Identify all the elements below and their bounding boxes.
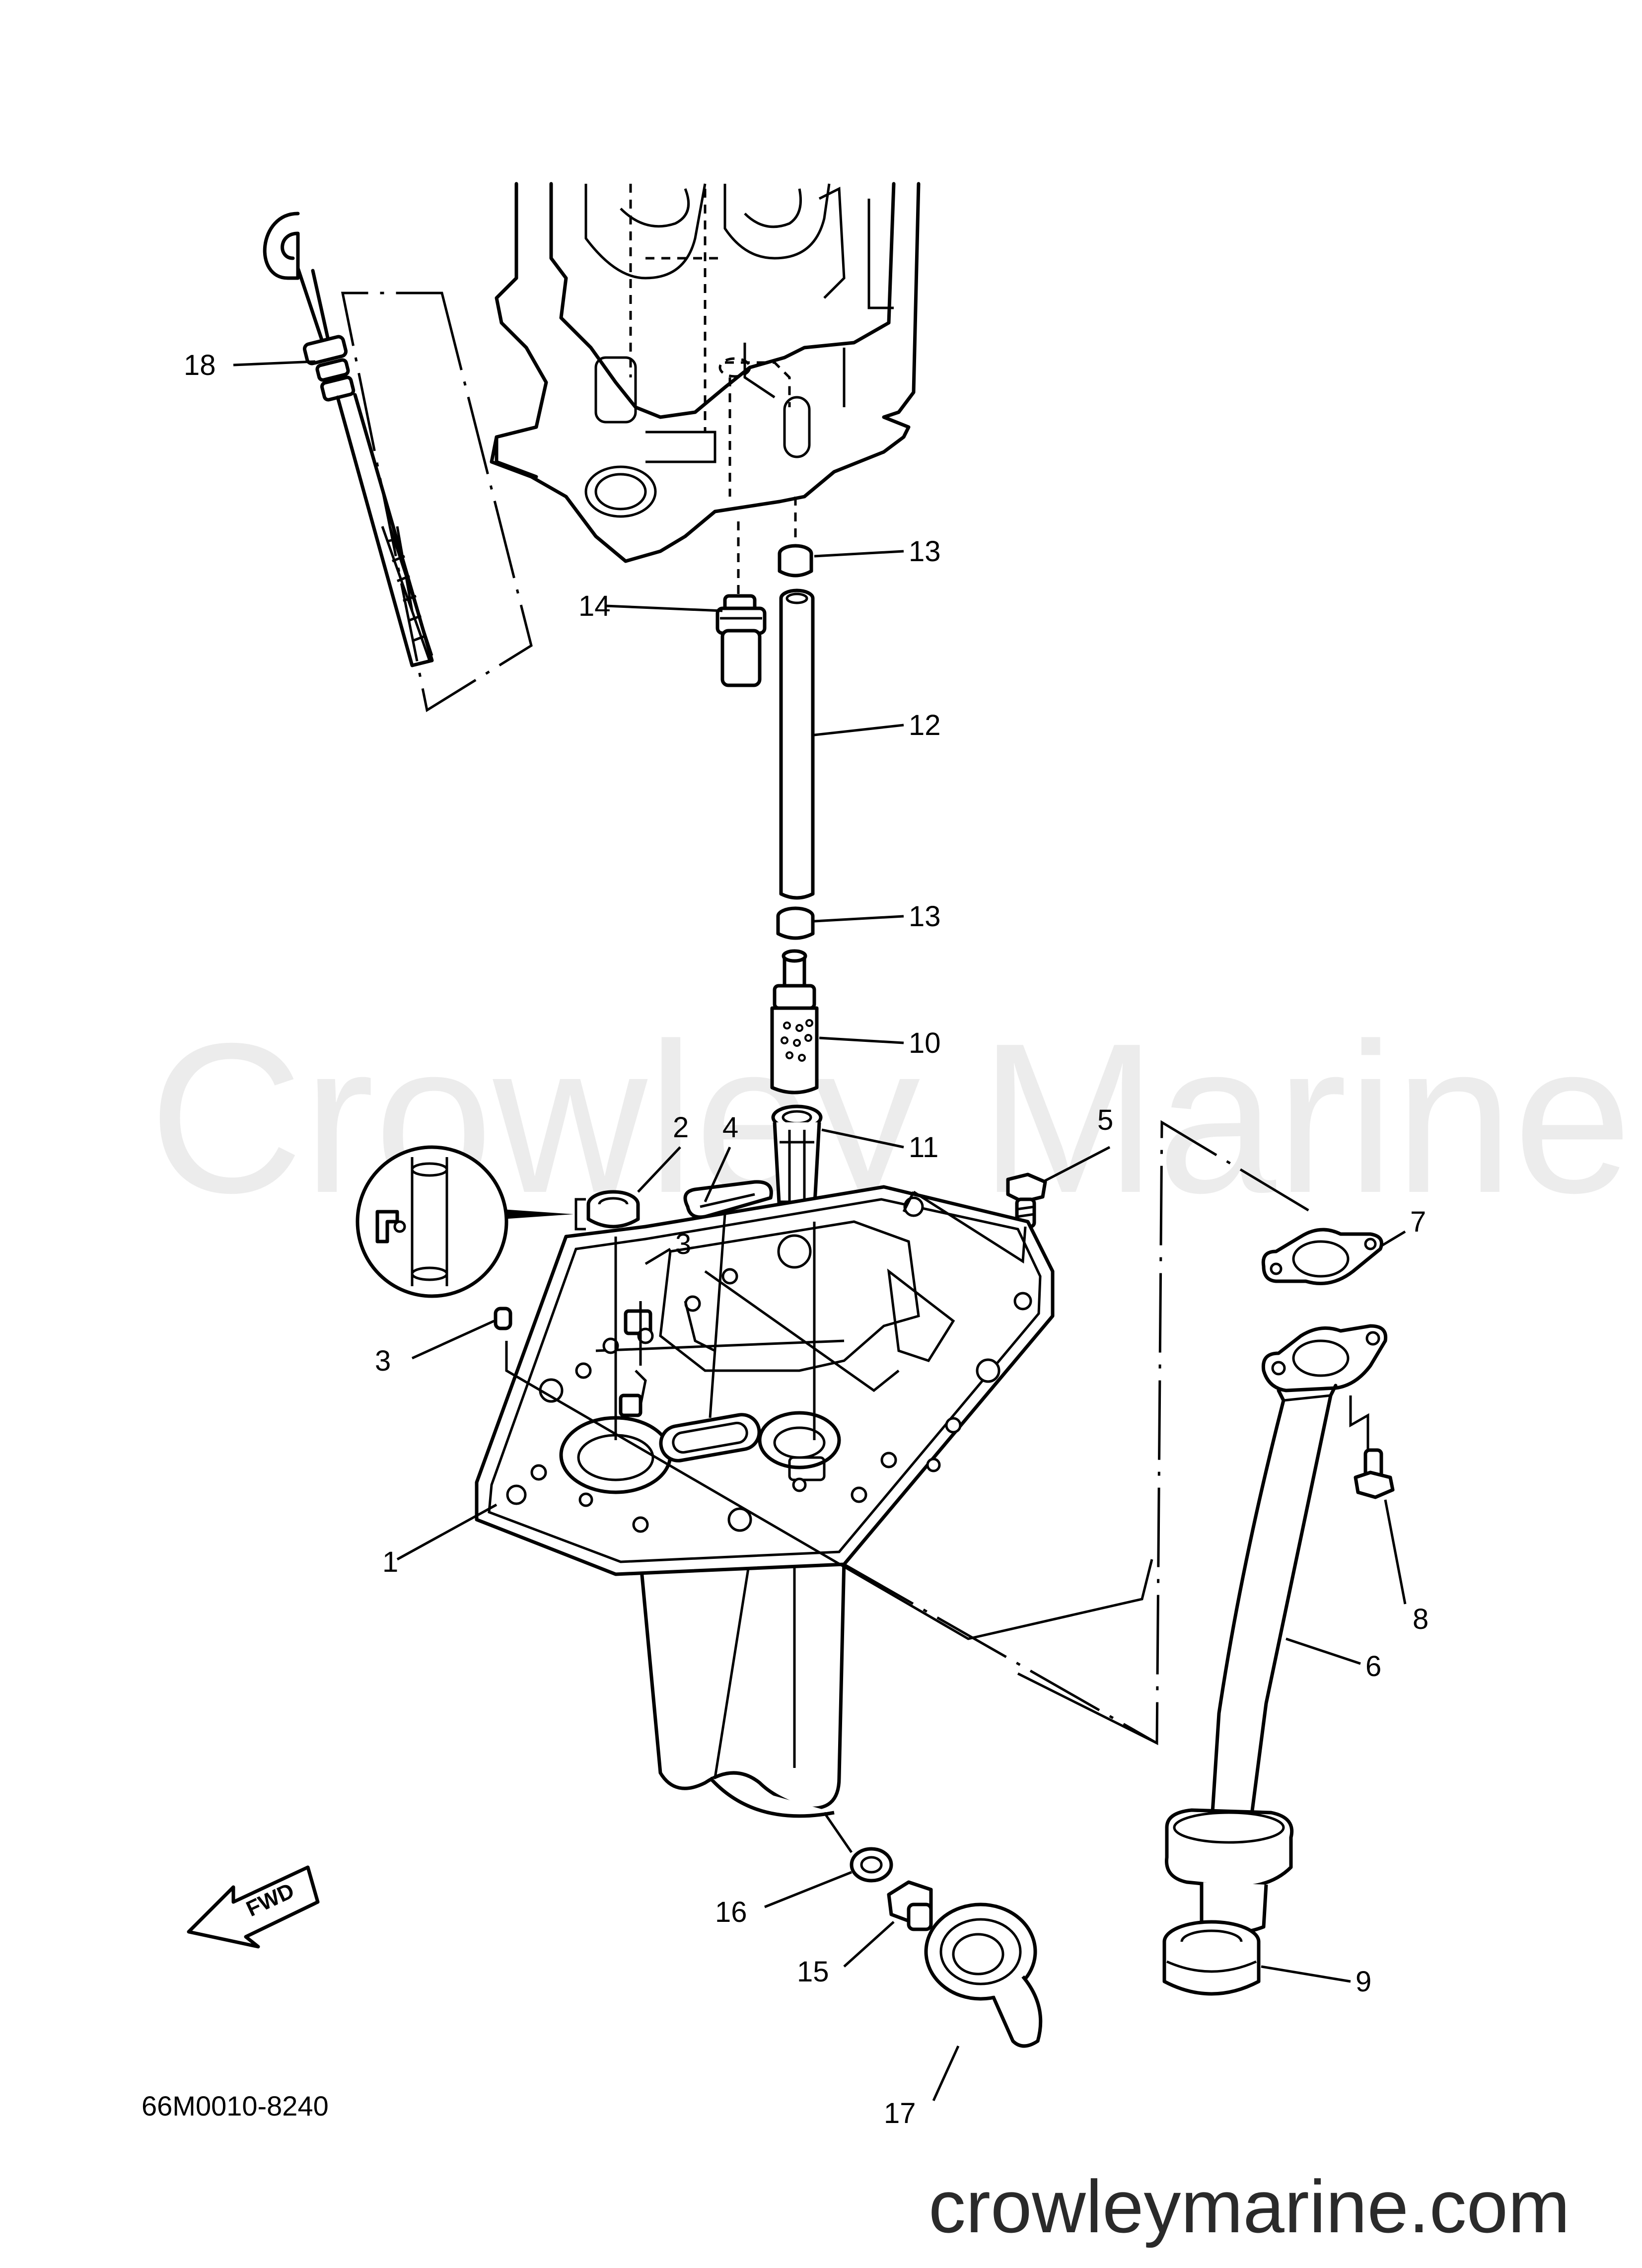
- callout-15: 15: [797, 1956, 829, 1988]
- diagram-code: 66M0010-8240: [142, 2090, 329, 2122]
- callout-6: 6: [1365, 1650, 1381, 1683]
- fwd-arrow-icon: FWD: [187, 1865, 320, 1949]
- oil-seal-2: [586, 1190, 640, 1229]
- callout-labels: 18 14 13 12 13 10 11 2 4 3 3 5 7 8 6 1 9…: [184, 349, 1428, 2129]
- callout-13-bottom: 13: [909, 900, 941, 933]
- detail-pointer: [501, 1209, 573, 1219]
- oil-strainer-10: [770, 949, 819, 1095]
- fitting-14: [715, 594, 767, 687]
- reference-lines: [505, 1120, 1312, 1746]
- oil-strainer-tube-12: [779, 588, 815, 900]
- gasket-16-guide: [823, 1812, 853, 1853]
- gasket-4: [683, 1180, 773, 1219]
- hose-clamp-13-bottom: [776, 906, 815, 940]
- dipstick-reference-lines: [341, 292, 533, 713]
- callout-12: 12: [909, 709, 941, 741]
- seal-detail-circle: [356, 1145, 508, 1298]
- callout-8: 8: [1413, 1603, 1428, 1635]
- bolt-5: [1006, 1172, 1047, 1229]
- callout-leaders: [233, 360, 1407, 2102]
- callout-5: 5: [1097, 1104, 1113, 1136]
- callout-4: 4: [722, 1111, 738, 1144]
- callout-3-left: 3: [375, 1345, 391, 1377]
- seal-bracket: [574, 1198, 586, 1231]
- grommet-9: [1162, 1920, 1261, 1996]
- callout-2: 2: [673, 1111, 689, 1144]
- callout-1: 1: [382, 1546, 398, 1578]
- callout-18: 18: [184, 349, 216, 381]
- drain-bolt-15: [887, 1880, 933, 1931]
- hose-clamp-13-top: [778, 544, 813, 578]
- callout-14: 14: [578, 590, 611, 622]
- engine-block-outline: [490, 182, 921, 563]
- exhaust-pipe-6: [1165, 1324, 1388, 1935]
- gasket-7: [1261, 1228, 1383, 1285]
- bolt-8: [1354, 1448, 1395, 1499]
- callout-11: 11: [909, 1131, 938, 1164]
- callout-17: 17: [884, 2097, 916, 2129]
- exhaust-guide-1: [475, 1185, 1055, 1818]
- callout-9: 9: [1356, 1966, 1371, 1998]
- dowel-pin-3-left: [494, 1307, 512, 1330]
- bolt-8-guide: [1349, 1395, 1369, 1450]
- drain-cover-17: [924, 1902, 1043, 2048]
- oil-dipstick: [263, 212, 434, 667]
- callout-3-upper: 3: [675, 1228, 691, 1260]
- gasket-16: [850, 1847, 893, 1883]
- callout-7: 7: [1410, 1206, 1426, 1238]
- website-url: crowleymarine.com: [928, 2165, 1570, 2248]
- callout-16: 16: [715, 1896, 747, 1928]
- callout-13-top: 13: [909, 535, 941, 568]
- callout-10: 10: [909, 1027, 941, 1059]
